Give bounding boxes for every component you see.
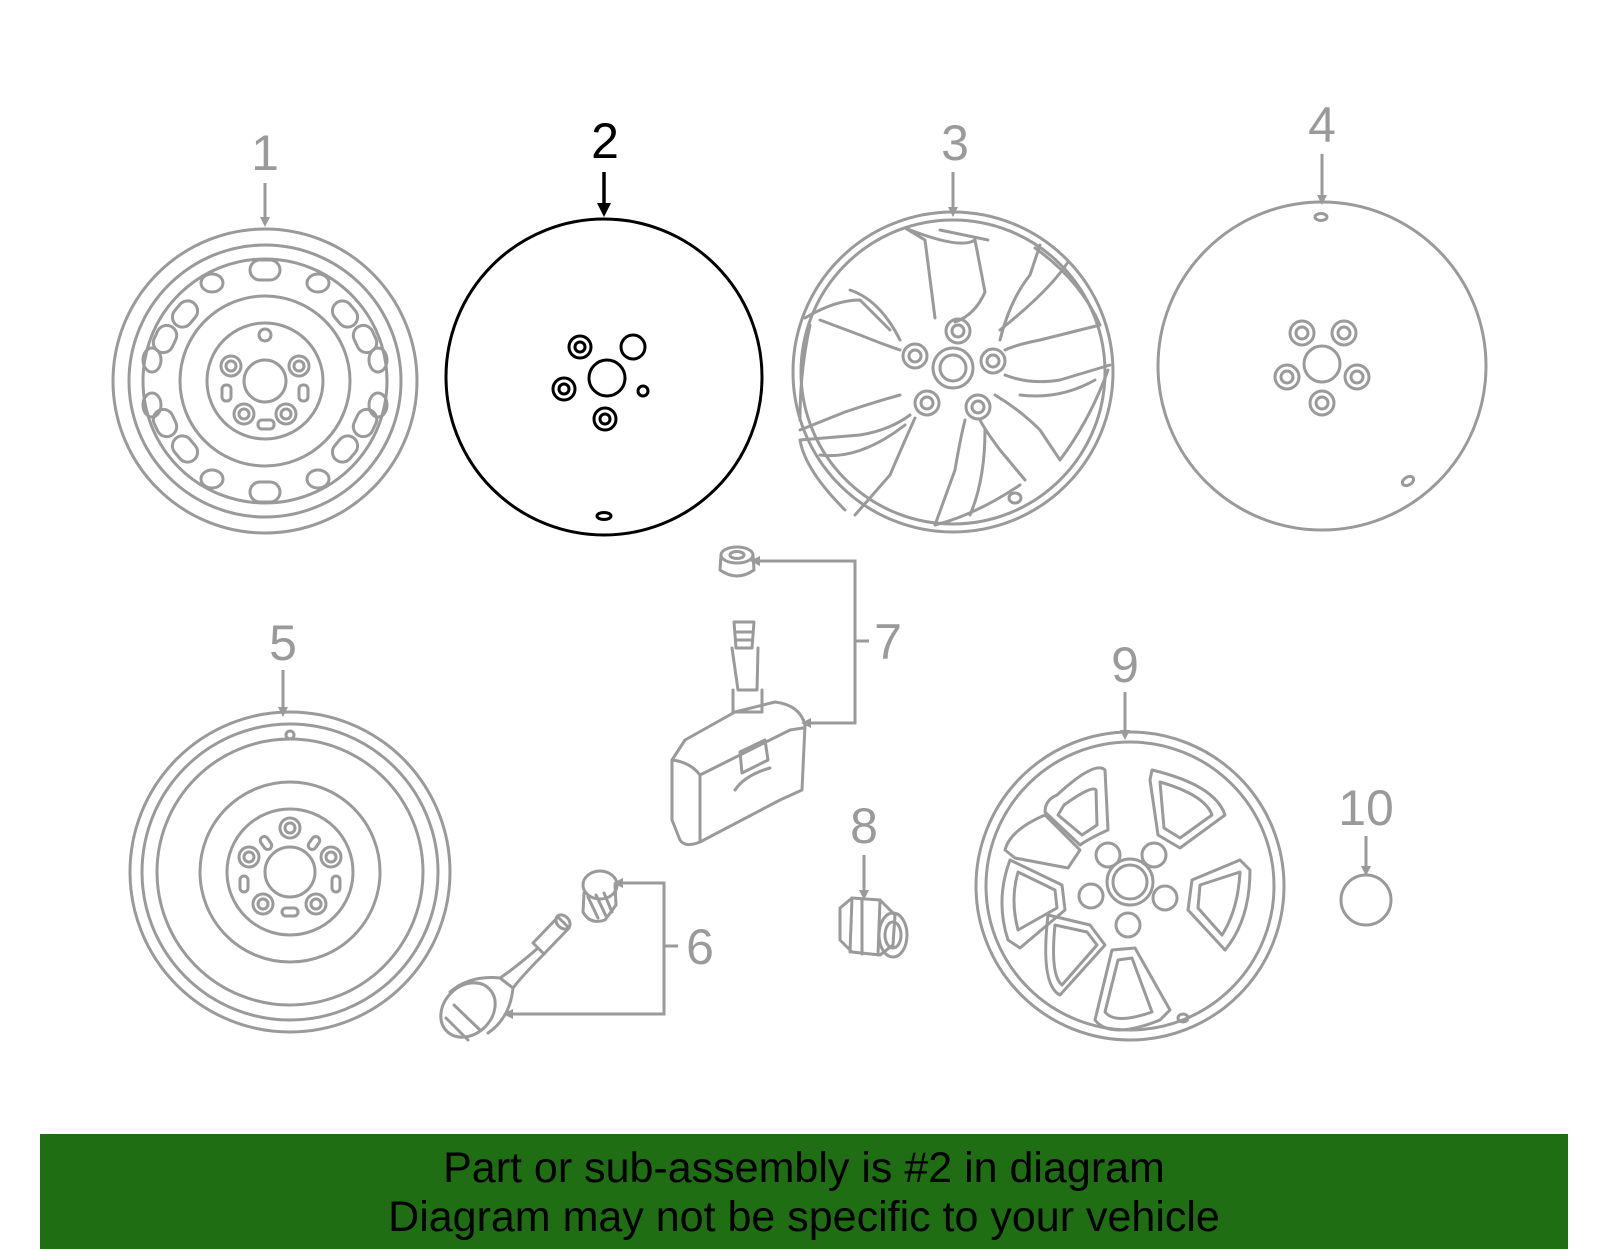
- tpms-sensor-part-7[interactable]: [670, 545, 807, 847]
- footer-line-part-info: Part or sub-assembly is #2 in diagram: [443, 1144, 1165, 1192]
- callout-9: 9: [1111, 637, 1139, 693]
- callout-10: 10: [1338, 780, 1394, 836]
- wheel-part-2-highlighted[interactable]: [444, 217, 764, 537]
- wheel-part-4[interactable]: [1156, 200, 1488, 532]
- spare-wheel-part-5[interactable]: [128, 710, 452, 1034]
- valve-stem-part-6[interactable]: [430, 869, 619, 1048]
- callout-7: 7: [874, 614, 902, 670]
- lug-nut-part-8[interactable]: [838, 896, 909, 959]
- callout-4: 4: [1308, 97, 1336, 153]
- bracket-part-6: [510, 881, 666, 1016]
- callout-8: 8: [850, 798, 878, 854]
- callout-5: 5: [269, 615, 297, 671]
- callout-1: 1: [251, 125, 279, 181]
- bracket-part-7: [757, 559, 857, 725]
- callout-2: 2: [591, 113, 619, 169]
- callout-3: 3: [941, 115, 969, 171]
- alloy-wheel-part-9[interactable]: [974, 730, 1286, 1042]
- info-banner: Part or sub-assembly is #2 in diagram Di…: [40, 1134, 1568, 1249]
- footer-line-disclaimer: Diagram may not be specific to your vehi…: [388, 1193, 1220, 1241]
- callout-6: 6: [686, 919, 714, 975]
- steel-wheel-part-1[interactable]: [111, 227, 419, 535]
- alloy-wheel-part-3[interactable]: [791, 210, 1115, 534]
- center-cap-part-10[interactable]: [1339, 873, 1393, 927]
